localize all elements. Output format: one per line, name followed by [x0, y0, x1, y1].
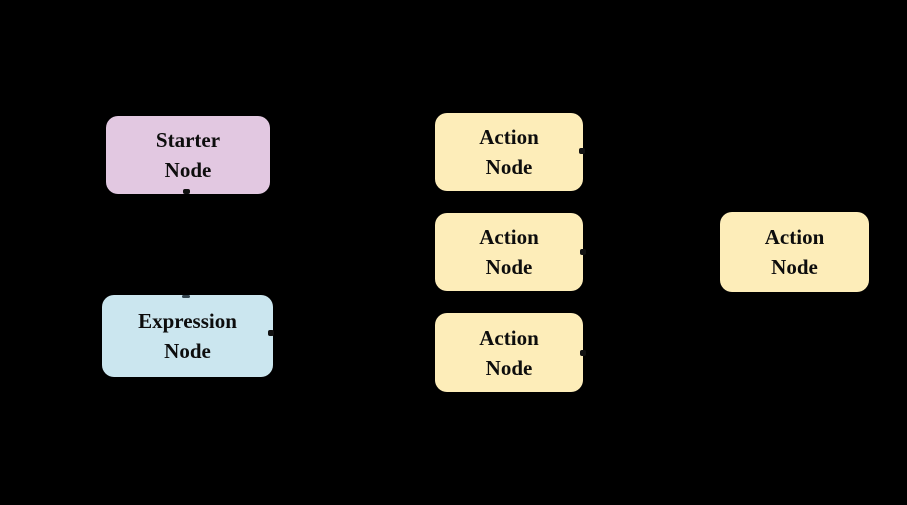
connector-arrow-dot [579, 148, 585, 154]
node-label-line: Action [764, 225, 825, 249]
node-label-line: Node [485, 155, 533, 179]
node-label-line: Node [485, 255, 533, 279]
node-label-line: Node [771, 255, 818, 279]
node-label-line: Action [479, 225, 539, 249]
node-label-line: Action [479, 325, 539, 350]
action-node-right: Action Node [720, 212, 869, 292]
connector-arrow-dot [182, 295, 190, 298]
connector-arrow-dot [580, 249, 586, 255]
connector-arrow-dot [183, 189, 190, 194]
connector-arrow-dot [580, 350, 586, 356]
starter-node: Starter Node [106, 116, 270, 194]
node-label-line: Action [479, 125, 539, 149]
node-label-line: Node [164, 339, 211, 363]
connector-arrow-dot [268, 330, 274, 336]
action-node-bottom: Action Node [435, 313, 583, 392]
node-label-line: Starter [155, 128, 221, 152]
action-node-middle: Action Node [435, 213, 583, 291]
action-node-top: Action Node [435, 113, 583, 191]
expression-node: Expression Node [102, 295, 273, 377]
node-label-line: Expression [138, 309, 237, 333]
node-label-line: Node [485, 355, 533, 380]
node-label-line: Node [164, 158, 212, 182]
